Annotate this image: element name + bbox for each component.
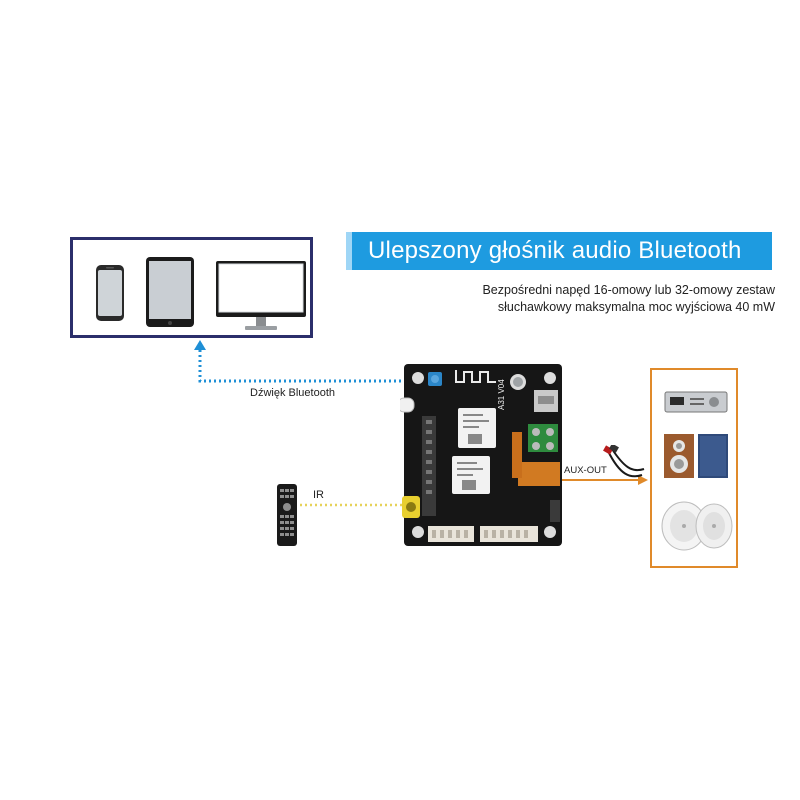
- output-devices-box: [650, 368, 738, 568]
- ir-label: IR: [313, 489, 324, 501]
- bluetooth-arrow-icon: [194, 340, 206, 350]
- audio-cable-icon: [603, 445, 645, 478]
- tablet-icon: [146, 257, 194, 327]
- bluetooth-board: [400, 364, 562, 546]
- subtitle-text: Bezpośredni napęd 16-omowy lub 32-omowy …: [482, 283, 775, 314]
- remote-control-icon: [277, 484, 297, 546]
- ceiling-speaker-icon: [661, 501, 733, 551]
- board-marking: A31 V04: [497, 379, 506, 410]
- aux-out-label: AUX-OUT: [564, 465, 607, 476]
- page-title: Ulepszony głośnik audio Bluetooth: [368, 237, 742, 264]
- phone-icon: [96, 265, 124, 321]
- amplifier-icon: [664, 391, 728, 413]
- bookshelf-speaker-icon: [664, 434, 728, 478]
- aux-out-arrow-icon: [638, 475, 648, 485]
- source-devices-box: [70, 237, 313, 338]
- bluetooth-signal-line: [198, 345, 425, 383]
- bluetooth-label: Dźwięk Bluetooth: [250, 387, 335, 399]
- monitor-icon: [216, 261, 306, 330]
- title-banner: Ulepszony głośnik audio Bluetooth: [346, 232, 772, 270]
